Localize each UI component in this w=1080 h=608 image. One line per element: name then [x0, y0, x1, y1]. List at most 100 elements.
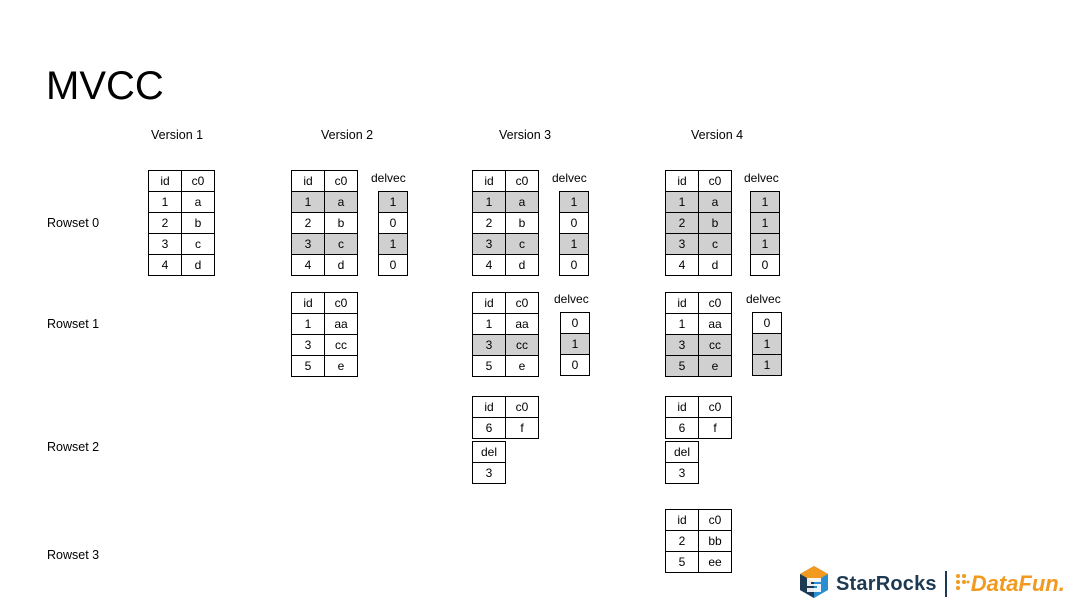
header-id: id: [665, 396, 699, 418]
v4-rowset0-delvec: 1 1 1 0: [750, 191, 780, 276]
cell: c: [324, 233, 358, 255]
cell: 2: [472, 212, 506, 234]
header-id: id: [291, 170, 325, 192]
cell: a: [181, 191, 215, 213]
cell: 5: [472, 355, 506, 377]
delvec-cell: 1: [750, 191, 780, 213]
table-header-row: id c0: [665, 509, 732, 531]
cell: f: [505, 417, 539, 439]
delvec-row: 0: [560, 312, 590, 334]
header-c0: c0: [698, 170, 732, 192]
cell: 5: [665, 551, 699, 573]
cell: b: [505, 212, 539, 234]
delvec-cell: 1: [560, 333, 590, 355]
cell: 4: [665, 254, 699, 276]
cell: 5: [665, 355, 699, 377]
cell: 3: [472, 233, 506, 255]
cell: cc: [505, 334, 539, 356]
delvec-label: delvec: [552, 171, 587, 185]
cell: b: [698, 212, 732, 234]
table-header-row: id c0: [472, 396, 539, 418]
del-header: del: [665, 441, 699, 463]
cell: 1: [291, 313, 325, 335]
cell: e: [698, 355, 732, 377]
cell: 4: [472, 254, 506, 276]
cell: 3: [291, 334, 325, 356]
header-c0: c0: [698, 396, 732, 418]
delvec-cell: 1: [750, 212, 780, 234]
cell: f: [698, 417, 732, 439]
header-id: id: [665, 292, 699, 314]
v4-rowset1-delvec: 0 1 1: [752, 312, 782, 376]
starrocks-logo-icon: [798, 565, 830, 604]
delvec-label: delvec: [746, 292, 781, 306]
table-header-row: id c0: [291, 170, 358, 192]
delvec-cell: 0: [559, 254, 589, 276]
header-id: id: [472, 396, 506, 418]
rowset-label-1: Rowset 1: [47, 317, 100, 331]
delvec-label: delvec: [554, 292, 589, 306]
cell: 3: [472, 334, 506, 356]
cell: c: [698, 233, 732, 255]
table-header-row: id c0: [665, 292, 732, 314]
header-id: id: [472, 292, 506, 314]
v3-rowset2-del: del 3: [472, 441, 506, 484]
header-c0: c0: [505, 396, 539, 418]
header-c0: c0: [698, 292, 732, 314]
header-id: id: [665, 170, 699, 192]
cell: a: [698, 191, 732, 213]
cell: 2: [291, 212, 325, 234]
delvec-row: 1: [560, 333, 590, 355]
v4-rowset2-del: del 3: [665, 441, 699, 484]
cell: 2: [148, 212, 182, 234]
table-header-row: id c0: [472, 170, 539, 192]
table-header-row: id c0: [472, 292, 539, 314]
delvec-cell: 1: [752, 354, 782, 376]
delvec-label: delvec: [371, 171, 406, 185]
cell: d: [505, 254, 539, 276]
cell: ee: [698, 551, 732, 573]
cell: 2: [665, 212, 699, 234]
cell: 3: [665, 334, 699, 356]
del-header-row: del: [665, 441, 699, 463]
cell: 6: [665, 417, 699, 439]
brand-divider: [944, 571, 947, 597]
delvec-row: 1: [752, 354, 782, 376]
delvec-cell: 0: [750, 254, 780, 276]
del-row: 3: [665, 462, 699, 484]
delvec-cell: 0: [560, 312, 590, 334]
delvec-cell: 1: [378, 233, 408, 255]
delvec-cell: 0: [560, 354, 590, 376]
cell: 6: [472, 417, 506, 439]
v3-rowset0-delvec: 1 0 1 0: [559, 191, 589, 276]
cell: 2: [665, 530, 699, 552]
delvec-cell: 0: [559, 212, 589, 234]
table-header-row: id c0: [665, 396, 732, 418]
page-title: MVCC: [46, 64, 164, 108]
delvec-label: delvec: [744, 171, 779, 185]
delvec-row: 0: [752, 312, 782, 334]
cell: c: [505, 233, 539, 255]
cell: d: [698, 254, 732, 276]
header-id: id: [665, 509, 699, 531]
header-c0: c0: [698, 509, 732, 531]
datafun-logo-icon: [955, 572, 971, 597]
cell: aa: [324, 313, 358, 335]
delvec-row: 0: [378, 212, 408, 234]
version-label-1: Version 1: [151, 128, 204, 142]
delvec-row: 1: [378, 233, 408, 255]
